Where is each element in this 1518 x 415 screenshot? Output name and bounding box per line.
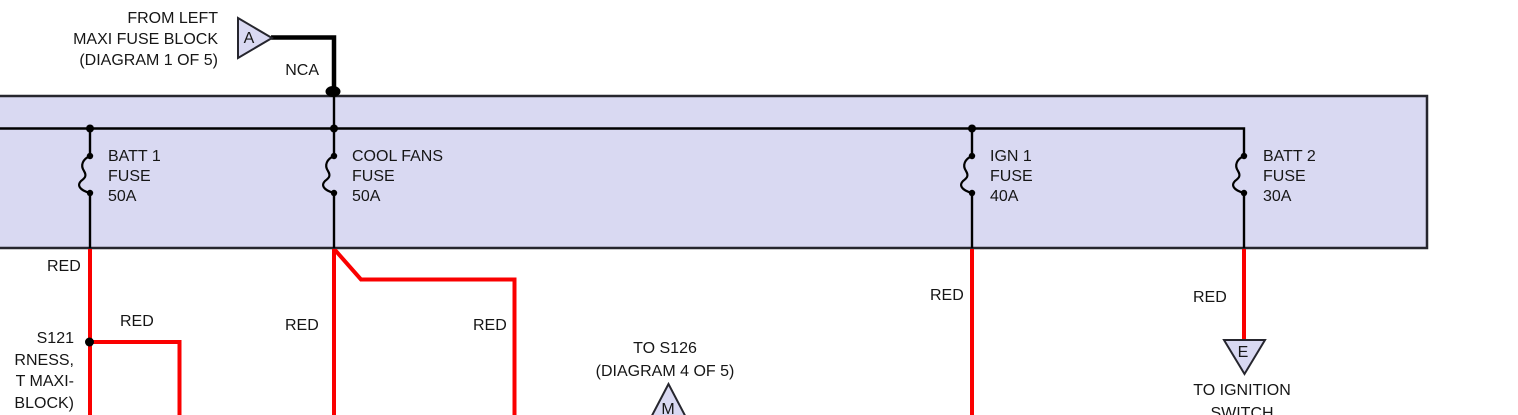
fuse-batt2-top-dot bbox=[1240, 152, 1248, 160]
fuse-batt2-bottom-dot bbox=[1240, 189, 1248, 197]
fuse-type: FUSE bbox=[990, 168, 1033, 185]
fuse-ign1-top-dot bbox=[968, 152, 976, 160]
connector-e-triangle-icon bbox=[1222, 339, 1267, 376]
black-wire-group bbox=[0, 35, 1246, 248]
fuse-ign1-label: IGN 1 FUSE 40A bbox=[990, 147, 1033, 207]
fuse-batt1-bottom-dot bbox=[86, 189, 94, 197]
bus-dot-ign1 bbox=[968, 124, 976, 133]
ignition-note-line2: SWITCH bbox=[1210, 405, 1274, 415]
s126-destination-note: TO S126 (DIAGRAM 4 OF 5) bbox=[596, 337, 735, 383]
splice-s121-dot bbox=[85, 337, 94, 347]
fuse-rating: 30A bbox=[1263, 188, 1292, 205]
fuse-ign1-bottom-dot bbox=[968, 189, 976, 197]
s126-note-line2: (DIAGRAM 4 OF 5) bbox=[595, 363, 735, 380]
source-note-line2: MAXI FUSE BLOCK bbox=[73, 31, 218, 48]
red-wire-group bbox=[88, 248, 1246, 415]
source-note-line3: (DIAGRAM 1 OF 5) bbox=[79, 52, 218, 69]
fuse-batt1-top-dot bbox=[86, 152, 94, 160]
wire-color-label-splice-branch: RED bbox=[120, 313, 154, 330]
splice-s121-note: S121 RNESS, T MAXI- BLOCK) bbox=[14, 328, 74, 414]
nca-junction-dot bbox=[325, 86, 341, 97]
bus-bar-wire bbox=[0, 127, 1246, 156]
fuse-coolfans-top-dot bbox=[330, 152, 338, 160]
connector-m-triangle-icon bbox=[651, 381, 686, 415]
connector-a-letter: A bbox=[243, 30, 255, 47]
fuse-name: BATT 2 bbox=[1263, 148, 1316, 165]
fuse-batt1-element bbox=[78, 154, 91, 195]
ignition-destination-note: TO IGNITION SWITCH bbox=[1193, 379, 1290, 415]
fuse-batt1-label: BATT 1 FUSE 50A bbox=[108, 147, 161, 207]
splice-note-frag2: T MAXI- bbox=[15, 373, 74, 391]
splice-branch-red-wire bbox=[92, 340, 182, 415]
ignition-note-line1: TO IGNITION bbox=[1193, 382, 1291, 399]
connector-triangle-group bbox=[237, 16, 1267, 415]
bus-dot-coolfans bbox=[330, 124, 338, 133]
splice-name: S121 bbox=[36, 330, 74, 347]
fuse-rating: 50A bbox=[108, 188, 137, 205]
junction-dot-group bbox=[85, 86, 1248, 347]
fuse-type: FUSE bbox=[108, 168, 151, 185]
fuse-rating: 50A bbox=[352, 188, 381, 205]
s126-note-line1: TO S126 bbox=[633, 340, 697, 357]
splice-note-frag3: BLOCK) bbox=[14, 394, 74, 412]
fuse-type: FUSE bbox=[352, 168, 395, 185]
bus-dot-batt1 bbox=[86, 124, 94, 133]
fuse-batt2-element bbox=[1232, 154, 1245, 195]
fuse-type: FUSE bbox=[1263, 168, 1306, 185]
fuse-coolfans-element bbox=[322, 154, 335, 195]
fuse-batt2-label: BATT 2 FUSE 30A bbox=[1263, 147, 1316, 207]
fuse-coolfans-bottom-dot bbox=[330, 189, 338, 197]
fuse-name: IGN 1 bbox=[990, 148, 1032, 165]
wire-color-label-batt2: RED bbox=[1193, 289, 1227, 306]
fuse-coolfans-label: COOL FANS FUSE 50A bbox=[352, 147, 443, 207]
fuse-block-box bbox=[0, 94, 1429, 250]
nca-wire-label: NCA bbox=[285, 62, 319, 79]
source-note: FROM LEFT MAXI FUSE BLOCK (DIAGRAM 1 OF … bbox=[73, 8, 218, 71]
wire-color-label-coolfans-right: RED bbox=[473, 317, 507, 334]
connector-m-letter: M bbox=[661, 401, 675, 415]
fuse-name: BATT 1 bbox=[108, 148, 161, 165]
source-note-line1: FROM LEFT bbox=[127, 10, 218, 27]
fuse-ign1-element bbox=[960, 154, 973, 195]
wire-color-label-batt1: RED bbox=[47, 258, 81, 275]
connector-e-letter: E bbox=[1237, 344, 1249, 361]
coolfans-red-wire-right bbox=[333, 248, 517, 415]
connector-a-triangle-icon bbox=[237, 16, 274, 60]
fuse-rating: 40A bbox=[990, 188, 1019, 205]
fuse-name: COOL FANS bbox=[352, 148, 443, 165]
nca-feed-wire bbox=[271, 35, 337, 93]
wire-color-label-coolfans-left: RED bbox=[285, 317, 319, 334]
splice-note-frag1: RNESS, bbox=[14, 351, 74, 369]
wire-color-label-ign1: RED bbox=[930, 287, 964, 304]
